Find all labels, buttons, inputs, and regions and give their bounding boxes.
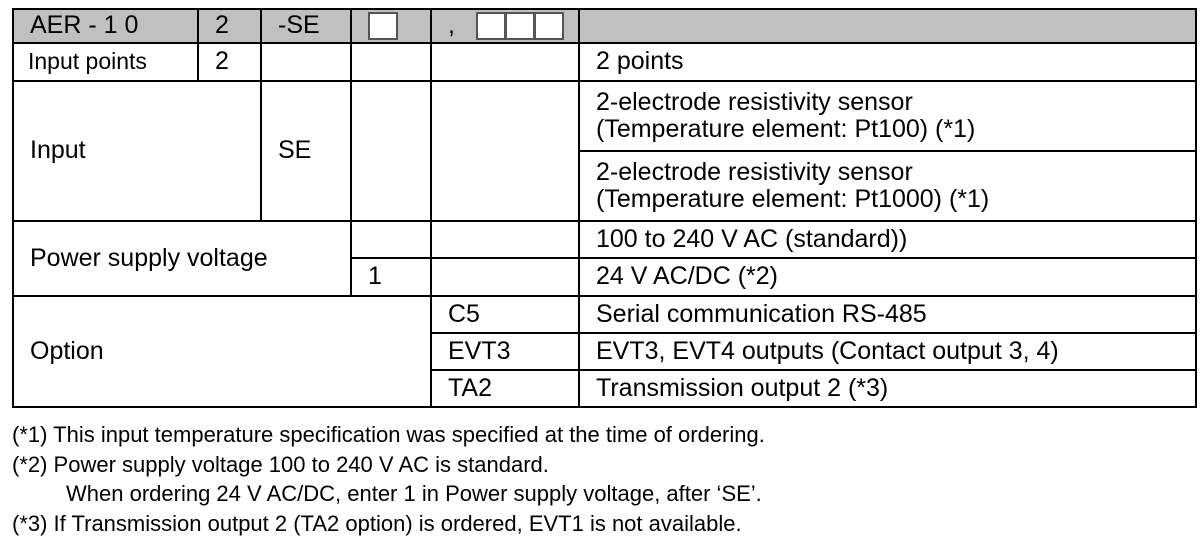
row-code: SE [261,81,351,221]
footnote: (*1) This input temperature specificatio… [12,420,765,450]
row-label: Input points [13,43,198,81]
code-box [534,12,564,40]
row-desc: Transmission output 2 (*3) [579,370,1196,407]
input-code-cell: -SE [261,9,351,43]
row-desc: 100 to 240 V AC (standard)) [579,221,1196,258]
table-row: Power supply voltage 100 to 240 V AC (st… [13,221,1196,258]
row-label: Option [13,296,431,407]
desc-line: (Temperature element: Pt100) (*1) [596,116,1195,144]
row-desc: EVT3, EVT4 outputs (Contact output 3, 4) [579,333,1196,370]
power-code-cell [351,9,431,43]
header-row: AER - 1 0 2 -SE , [13,9,1196,43]
row-label: Power supply voltage [13,221,351,296]
model-code-table: AER - 1 0 2 -SE , Input points 2 2 point… [12,8,1197,408]
row-desc: Serial communication RS-485 [579,296,1196,333]
model-cell: AER - 1 0 [13,9,198,43]
footnote: (*2) Power supply voltage 100 to 240 V A… [12,450,765,480]
footnote: When ordering 24 V AC/DC, enter 1 in Pow… [12,479,765,509]
code-box [368,12,398,40]
row-code: 1 [351,258,431,296]
empty-cell [351,221,431,258]
row-code: C5 [431,296,579,333]
code-box [476,12,506,40]
row-code: TA2 [431,370,579,407]
row-code: 2 [198,43,261,81]
empty-cell [431,221,579,258]
empty-cell [351,81,431,221]
row-desc: 2 points [579,43,1196,81]
table-row: Input SE 2-electrode resistivity sensor(… [13,81,1196,151]
empty-cell [351,43,431,81]
points-code-cell: 2 [198,9,261,43]
empty-cell [431,81,579,221]
footnotes: (*1) This input temperature specificatio… [12,420,765,538]
row-label: Input [13,81,261,221]
empty-cell [431,43,579,81]
desc-line: (Temperature element: Pt1000) (*1) [596,186,1195,214]
desc-line: 2-electrode resistivity sensor [596,159,1195,187]
code-box [505,12,535,40]
desc-line: 2-electrode resistivity sensor [596,89,1195,117]
comma: , [448,11,455,39]
row-desc: 2-electrode resistivity sensor(Temperatu… [579,151,1196,221]
empty-cell [261,43,351,81]
header-desc-cell [579,9,1196,43]
footnote: (*3) If Transmission output 2 (TA2 optio… [12,509,765,538]
row-code: EVT3 [431,333,579,370]
table-row: Option C5 Serial communication RS-485 [13,296,1196,333]
table-row: Input points 2 2 points [13,43,1196,81]
row-desc: 2-electrode resistivity sensor(Temperatu… [579,81,1196,151]
option-code-cell: , [431,9,579,43]
empty-cell [431,258,579,296]
row-desc: 24 V AC/DC (*2) [579,258,1196,296]
